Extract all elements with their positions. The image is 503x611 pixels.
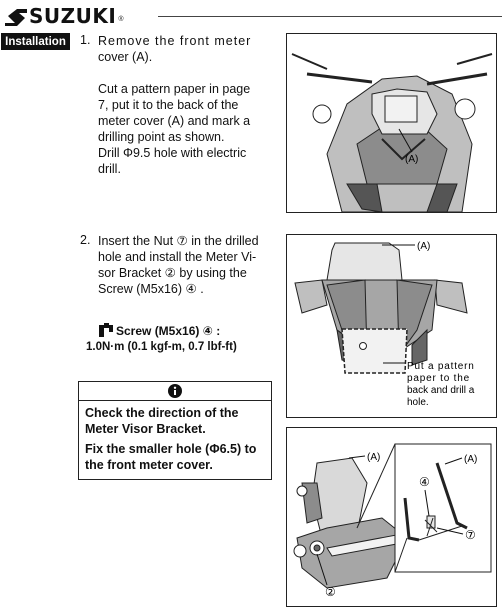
suzuki-s-icon: [5, 9, 27, 26]
suzuki-logo: SUZUKI ®: [3, 4, 153, 28]
step-2-line: Screw (M5x16) ④ .: [98, 282, 204, 296]
figure-2-callout-line: Put a pattern: [407, 361, 475, 372]
registered-mark: ®: [118, 15, 124, 23]
step-1-line-2: cover (A).: [98, 50, 153, 64]
info-icon: [168, 384, 182, 398]
step-2-number: 2.: [80, 233, 91, 247]
note-line: the front meter cover.: [85, 458, 213, 472]
torque-screw-label: Screw (M5x16) ④ :: [116, 323, 221, 338]
step-1-para-line: 7, put it to the back of the: [98, 98, 239, 112]
step-1-paragraph: Cut a pattern paper in page 7, put it to…: [98, 81, 270, 177]
figure-3-label-nut: ⑦: [465, 528, 476, 542]
figure-3-label-a-left: (A): [367, 452, 380, 463]
torque-wrench-icon: [99, 323, 113, 337]
section-badge: Installation: [1, 33, 70, 50]
step-2-line: sor Bracket ② by using the: [98, 266, 247, 280]
note-box: Check the direction of the Meter Visor B…: [78, 381, 272, 480]
figure-2-callout-line: paper to the: [407, 373, 470, 384]
note-header: [79, 382, 271, 401]
step-1-para-line: meter cover (A) and mark a: [98, 114, 251, 128]
visor-bracket-assembly-illustration: (A) (A) ② ④ ⑦: [293, 443, 492, 599]
note-line: Meter Visor Bracket.: [85, 422, 206, 436]
note-body: Check the direction of the Meter Visor B…: [79, 401, 271, 477]
note-line: Check the direction of the: [85, 406, 239, 420]
figure-2-callout-line: back and drill a: [407, 385, 475, 396]
note-line: Fix the smaller hole (Φ6.5) to: [85, 442, 257, 456]
step-1-para-line: Drill Φ9.5 hole with electric: [98, 146, 247, 160]
torque-spec-line-2: 1.0N·m (0.1 kgf-m, 0.7 lbf-ft): [86, 341, 237, 353]
torque-spec-line-1: Screw (M5x16) ④ :: [98, 323, 220, 338]
figure-2-pattern-paper: (A) Put a pattern paper to the back and …: [286, 234, 497, 418]
figure-3-label-bracket: ②: [325, 585, 336, 599]
figure-2-label-a: (A): [417, 241, 430, 252]
figure-3-label-a-right: (A): [464, 454, 477, 465]
step-2-paragraph: Insert the Nut ⑦ in the drilled hole and…: [98, 233, 272, 297]
meter-cover-drill-illustration: (A) Put a pattern paper to the back and …: [294, 241, 475, 408]
figure-1-meter-cover: (A): [286, 33, 497, 213]
step-1-line-1: Remove the front meter: [98, 34, 252, 48]
brand-name: SUZUKI: [29, 4, 117, 28]
step-2-line: hole and install the Meter Vi-: [98, 250, 257, 264]
figure-1-label-a: (A): [405, 154, 418, 165]
figure-3-label-screw: ④: [419, 475, 430, 489]
step-1-number: 1.: [80, 33, 91, 47]
step-1-para-line: drilling point as shown.: [98, 130, 225, 144]
step-1-para-line: Cut a pattern paper in page: [98, 82, 251, 96]
step-2-line: Insert the Nut ⑦ in the drilled: [98, 234, 259, 248]
motorcycle-front-illustration: (A): [291, 53, 493, 213]
header-rule: [158, 16, 502, 17]
figure-2-callout-line: hole.: [407, 397, 429, 408]
step-1-para-line: drill.: [98, 162, 121, 176]
figure-3-visor-bracket: (A) (A) ② ④ ⑦: [286, 427, 497, 607]
